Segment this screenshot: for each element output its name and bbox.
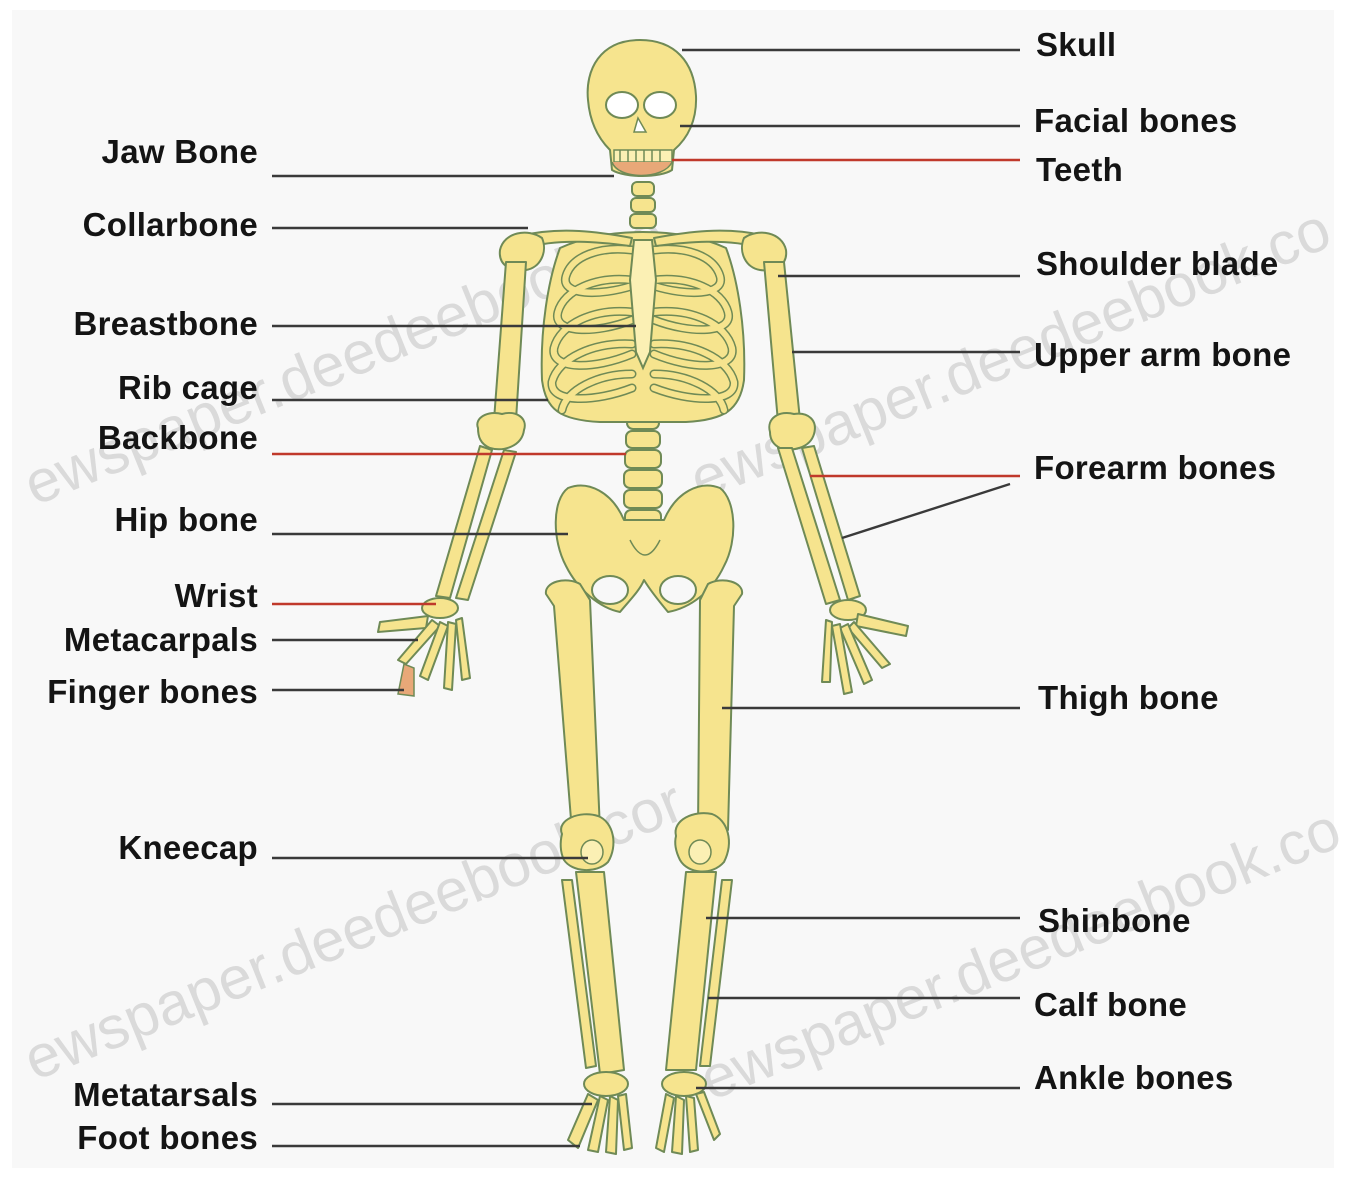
label-teeth: Teeth	[1036, 152, 1123, 188]
label-backbone: Backbone	[98, 420, 258, 456]
label-metacarpals: Metacarpals	[64, 622, 258, 658]
label-collarbone: Collarbone	[83, 207, 258, 243]
skull-bone	[588, 40, 696, 176]
label-calf-bone: Calf bone	[1034, 987, 1187, 1023]
label-finger-bones: Finger bones	[47, 674, 258, 710]
label-upper-arm-bone: Upper arm bone	[1034, 337, 1291, 373]
label-breastbone: Breastbone	[73, 306, 258, 342]
label-shinbone: Shinbone	[1038, 903, 1191, 939]
label-rib-cage: Rib cage	[118, 370, 258, 406]
right-arm	[764, 262, 908, 694]
label-skull: Skull	[1036, 27, 1116, 63]
label-kneecap: Kneecap	[118, 830, 258, 866]
label-forearm-bones: Forearm bones	[1034, 450, 1276, 486]
label-wrist: Wrist	[175, 578, 258, 614]
label-hip-bone: Hip bone	[114, 502, 258, 538]
label-ankle-bones: Ankle bones	[1034, 1060, 1234, 1096]
label-jaw-bone: Jaw Bone	[102, 134, 258, 170]
label-shoulder-blade: Shoulder blade	[1036, 246, 1279, 282]
left-leg	[546, 580, 632, 1154]
right-leg	[656, 580, 742, 1154]
label-foot-bones: Foot bones	[77, 1120, 258, 1156]
label-thigh-bone: Thigh bone	[1038, 680, 1219, 716]
label-facial-bones: Facial bones	[1034, 103, 1238, 139]
label-metatarsals: Metatarsals	[73, 1077, 258, 1113]
